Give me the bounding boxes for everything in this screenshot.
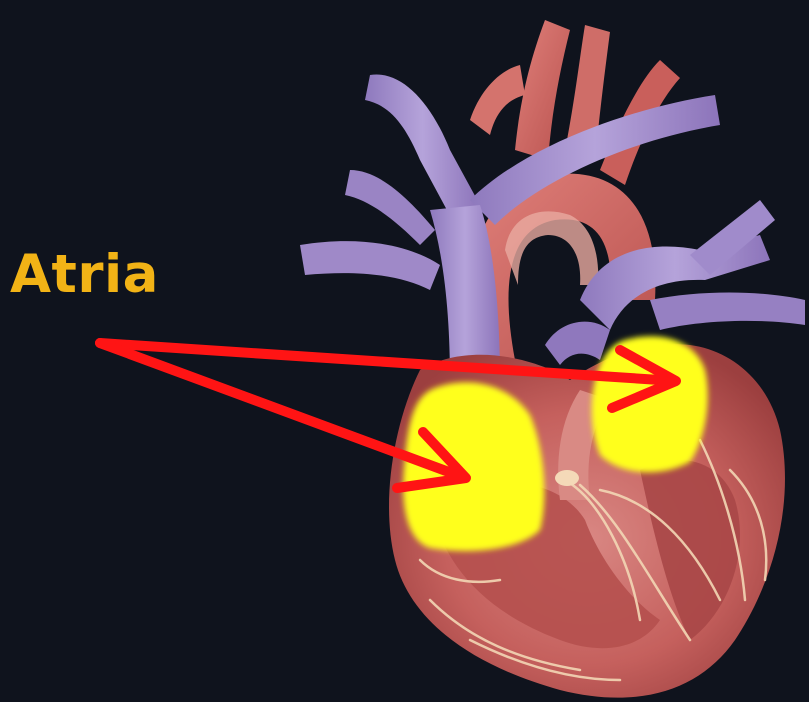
valve [555,470,579,486]
atria-label: Atria [10,248,159,301]
